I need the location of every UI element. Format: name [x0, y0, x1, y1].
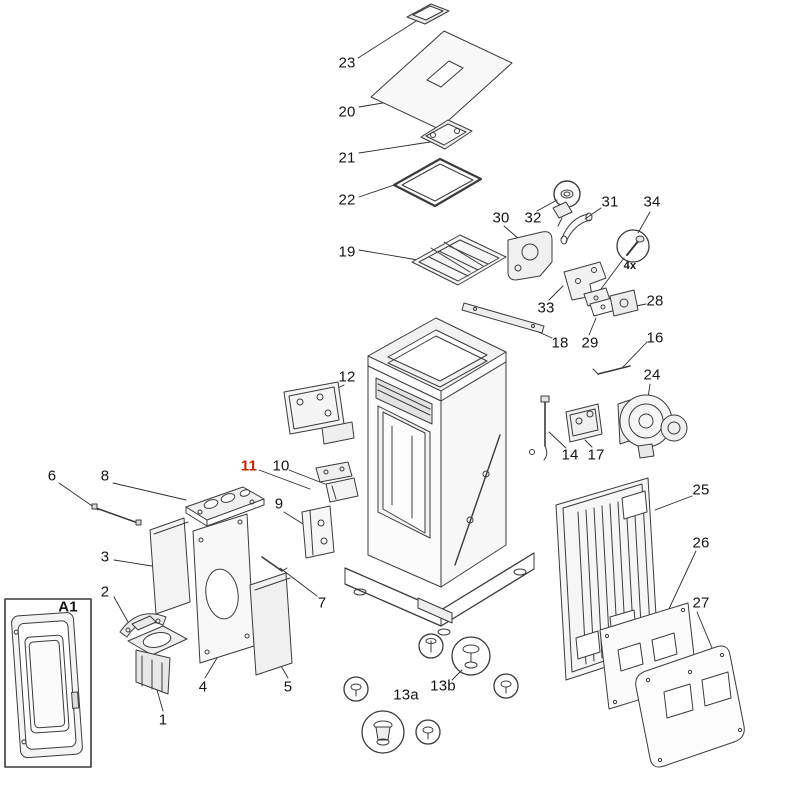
part-label-4x[interactable]: 4x [623, 260, 637, 272]
part-label-25[interactable]: 25 [692, 481, 710, 499]
part-label-29[interactable]: 29 [581, 334, 599, 352]
part-22-gasket-frame [392, 157, 483, 208]
part-5-glass-panel [249, 572, 293, 676]
part-11-bracket [325, 477, 359, 503]
part-18-strip [461, 302, 545, 334]
assembly-a1-door [4, 598, 92, 768]
part-label-18[interactable]: 18 [551, 334, 569, 352]
part-32-ring-fitting [552, 180, 581, 227]
part-13a-foot-set [343, 676, 441, 754]
part-17-switch [565, 403, 603, 443]
part-23-top-trim [406, 3, 450, 25]
part-33-bracket [563, 261, 607, 301]
part-24-blower-fan [617, 394, 688, 459]
part-21-lid-unit [420, 119, 473, 150]
part-14-probe [529, 395, 550, 461]
part-34-bolt-qty [616, 229, 650, 263]
part-label-32[interactable]: 32 [524, 209, 542, 227]
part-label-5[interactable]: 5 [283, 678, 293, 696]
part-label-19[interactable]: 19 [338, 243, 356, 261]
part-label-13a[interactable]: 13a [393, 686, 419, 704]
part-19-grate-panel [411, 234, 507, 286]
part-label-2[interactable]: 2 [100, 583, 110, 601]
part-31-elbow-pipe [560, 212, 593, 245]
part-13b-foot-set [418, 633, 519, 699]
part-9-side-bracket [301, 505, 335, 559]
part-label-21[interactable]: 21 [338, 149, 356, 167]
part-27-outer-panel [635, 645, 745, 768]
part-10-bracket [315, 461, 353, 483]
part-label-12[interactable]: 12 [338, 368, 356, 386]
part-label-27[interactable]: 27 [692, 594, 710, 612]
part-label-24[interactable]: 24 [643, 366, 661, 384]
part-3-panel [149, 517, 191, 615]
part-label-1[interactable]: 1 [158, 711, 168, 729]
part-label-13b[interactable]: 13b [430, 677, 456, 695]
part-6-rod [91, 503, 142, 526]
part-label-33[interactable]: 33 [537, 299, 555, 317]
part-1-burn-pot [127, 615, 188, 695]
part-label-6[interactable]: 6 [47, 467, 57, 485]
part-30-bracket [507, 231, 553, 281]
part-4-inner-panel [192, 513, 255, 664]
part-2-bracket [119, 613, 167, 638]
part-label-26[interactable]: 26 [692, 534, 710, 552]
part-7-pin [261, 556, 288, 572]
part-label-A1[interactable]: A1 [58, 598, 78, 616]
part-12-circuit-board [283, 381, 355, 445]
part-label-34[interactable]: 34 [643, 193, 661, 211]
part-label-20[interactable]: 20 [338, 103, 356, 121]
part-label-16[interactable]: 16 [646, 329, 664, 347]
part-label-11[interactable]: 11 [240, 457, 258, 475]
part-label-3[interactable]: 3 [100, 548, 110, 566]
part-label-7[interactable]: 7 [317, 594, 327, 612]
part-label-10[interactable]: 10 [272, 457, 290, 475]
part-label-22[interactable]: 22 [338, 191, 356, 209]
part-label-9[interactable]: 9 [274, 495, 284, 513]
part-label-31[interactable]: 31 [601, 193, 619, 211]
part-28-block [609, 289, 639, 317]
part-label-8[interactable]: 8 [100, 467, 110, 485]
part-label-30[interactable]: 30 [492, 209, 510, 227]
part-label-14[interactable]: 14 [561, 446, 579, 464]
part-29-hinge [583, 287, 617, 317]
part-label-28[interactable]: 28 [646, 292, 664, 310]
part-16-rod [592, 365, 631, 375]
stove-body [344, 317, 535, 636]
part-8-burner-plate [185, 486, 265, 527]
part-label-23[interactable]: 23 [338, 54, 356, 72]
part-label-17[interactable]: 17 [587, 446, 605, 464]
part-20-top-panel [370, 30, 513, 130]
part-label-4[interactable]: 4 [198, 678, 208, 696]
